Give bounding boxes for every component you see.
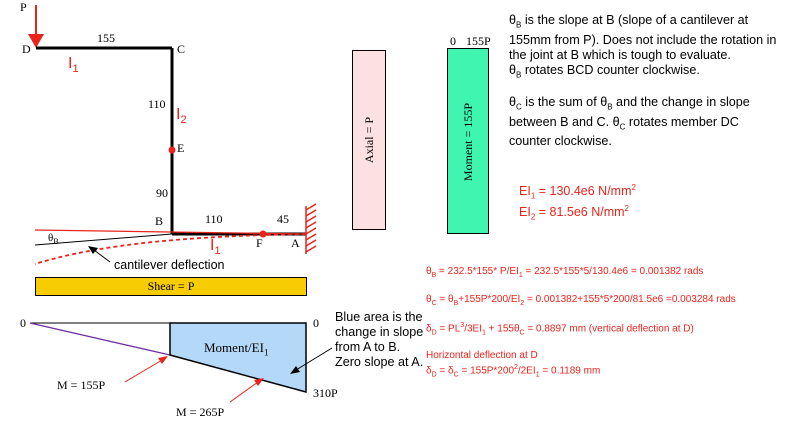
shear-box <box>35 277 307 296</box>
dim-ce: 110 <box>148 97 166 111</box>
moment-box-zero: 0 <box>450 34 456 48</box>
label-d: D <box>22 42 31 56</box>
label-a: A <box>291 236 300 250</box>
thetaB-note: θB is the slope at B (slope of a cantile… <box>509 13 777 80</box>
point-e <box>168 146 176 154</box>
blue-area-note: Blue area is the change in slope from A … <box>335 310 424 369</box>
m155-label: M = 155P <box>57 378 106 392</box>
label-i1-bottom: I1 <box>210 237 221 258</box>
ei2-value: EI2 = 81.5e6 N/mm2 <box>519 204 629 222</box>
axial-box <box>352 50 386 230</box>
moment-ei-area <box>169 322 307 393</box>
label-c: C <box>177 42 186 56</box>
label-theta-b: θB <box>48 232 59 247</box>
label-p: P <box>20 0 27 14</box>
v310-label: 310P <box>313 386 338 400</box>
label-b: B <box>155 214 164 228</box>
m265-label: M = 265P <box>176 405 225 419</box>
equation-delta-d-vertical: δD = PL3/3EI1 + 155θC = 0.8897 mm (verti… <box>426 322 694 337</box>
lower-zero-left: 0 <box>20 316 26 330</box>
equation-theta-c: θC = θB+155P*200/EI2 = 0.001382+155*5*20… <box>426 294 736 307</box>
blue-area-arrow <box>290 347 333 374</box>
label-i1-top: I1 <box>68 55 79 76</box>
equation-delta-d-horizontal: δD = δC = 155P*2002/2EI1 = 0.1189 mm <box>426 364 601 379</box>
dim-dc: 155 <box>97 31 115 45</box>
tangent-line <box>34 229 307 235</box>
thetaC-note: θC is the sum of θB and the change in sl… <box>509 95 750 149</box>
deflection-arrow <box>88 246 111 263</box>
dim-eb: 90 <box>156 186 168 200</box>
cantilever-deflection-label: cantilever deflection <box>114 258 225 272</box>
axial-label: Axial = P <box>362 116 376 164</box>
moment-box-value: 155P <box>466 34 491 48</box>
dim-fa: 45 <box>277 212 289 226</box>
moment-box-label: Moment = 155P <box>461 102 475 182</box>
dim-bf: 110 <box>205 212 223 226</box>
lower-moment-line <box>29 322 171 356</box>
lower-zero-right: 0 <box>313 316 319 330</box>
deflection-curve <box>34 233 307 265</box>
m265-arrow <box>229 378 264 403</box>
m155-arrow <box>124 356 168 383</box>
equation-theta-b: θB = 232.5*155* P/EI1 = 232.5*155*5/130.… <box>426 266 704 279</box>
shear-label: Shear = P <box>147 279 195 293</box>
fixed-support <box>305 203 317 254</box>
label-f: F <box>256 236 263 250</box>
moment-box <box>447 48 489 234</box>
moment-ei-label: Moment/EI1 <box>204 340 269 358</box>
slope-line <box>34 233 173 246</box>
label-i2: I2 <box>176 106 187 127</box>
label-e: E <box>177 141 185 155</box>
ei1-value: EI1 = 130.4e6 N/mm2 <box>519 183 636 201</box>
horizontal-deflection-title: Horizontal deflection at D <box>426 350 538 361</box>
load-arrow <box>28 5 44 48</box>
